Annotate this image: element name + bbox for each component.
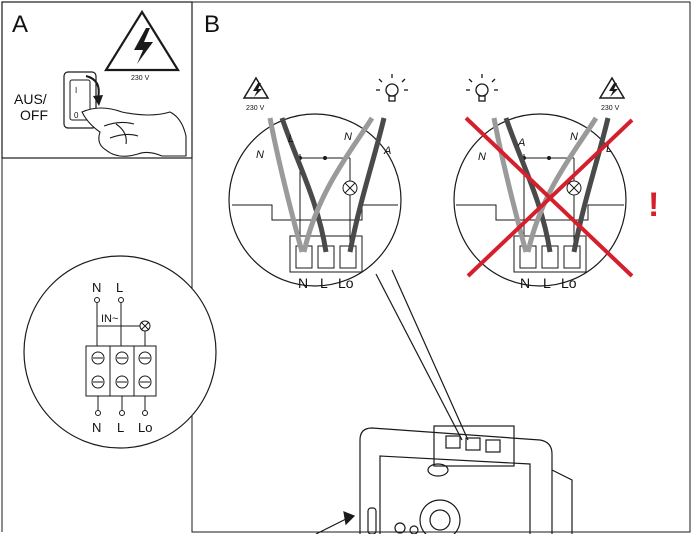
wire-label-l: L xyxy=(288,133,294,145)
wire-label-n: N xyxy=(256,149,264,161)
panel-b-letter: B xyxy=(204,11,220,38)
switch-on-mark: I xyxy=(75,86,77,95)
light-bulb-icon-wrong xyxy=(466,74,498,102)
wrong-wire-label-l: L xyxy=(606,143,612,155)
schematic-top-l: L xyxy=(116,280,123,295)
warning-exclamation: ! xyxy=(648,186,659,224)
terminal-l-label: L xyxy=(320,275,328,291)
light-bulb-icon xyxy=(376,74,408,102)
wire-label-a: A xyxy=(383,145,391,157)
wrong-terminal-l-label: L xyxy=(543,275,551,291)
correct-voltage-label: 230 V xyxy=(246,105,265,112)
terminal-lo-label: Lo xyxy=(338,275,354,291)
panel-a-letter: A xyxy=(12,11,28,38)
schematic-input-label: IN~ xyxy=(101,313,118,325)
hand-icon xyxy=(81,107,187,157)
switch-off-mark: 0 xyxy=(74,111,79,120)
wrong-wire-label-n: N xyxy=(478,151,486,163)
terminal-n-label: N xyxy=(298,275,308,291)
wrong-terminal-n-label: N xyxy=(520,275,530,291)
wrong-wiring-detail: N A N L N L Lo xyxy=(453,113,634,291)
schematic-bottom-lo: Lo xyxy=(138,420,152,435)
schematic-bottom-l: L xyxy=(117,420,124,435)
switch-arrow-icon xyxy=(85,75,100,99)
wrong-voltage-label: 230 V xyxy=(601,105,620,112)
correct-wiring-detail: N L N A N L Lo xyxy=(228,113,402,291)
switch-label-line1: AUS/ xyxy=(14,91,47,107)
schematic-detail: N L IN~ N L Lo xyxy=(23,255,217,449)
switch-label-line2: OFF xyxy=(20,107,48,123)
device-illustration xyxy=(315,269,573,534)
wrong-terminal-lo-label: Lo xyxy=(561,275,577,291)
schematic-top-n: N xyxy=(92,280,101,295)
wrong-wire-label-n2: N xyxy=(570,131,578,143)
panel-b-frame xyxy=(191,1,691,533)
wire-label-n2: N xyxy=(344,131,352,143)
wrong-wire-label-a: A xyxy=(517,137,525,149)
cross-line-2 xyxy=(466,118,634,278)
panel-a: A 230 V I 0 AUS/ OFF xyxy=(1,1,193,159)
high-voltage-small-icon xyxy=(242,76,270,99)
schematic-bottom-n: N xyxy=(92,420,101,435)
high-voltage-icon xyxy=(104,9,180,72)
high-voltage-small-icon-wrong xyxy=(598,76,626,99)
panel-a-voltage: 230 V xyxy=(131,75,150,82)
